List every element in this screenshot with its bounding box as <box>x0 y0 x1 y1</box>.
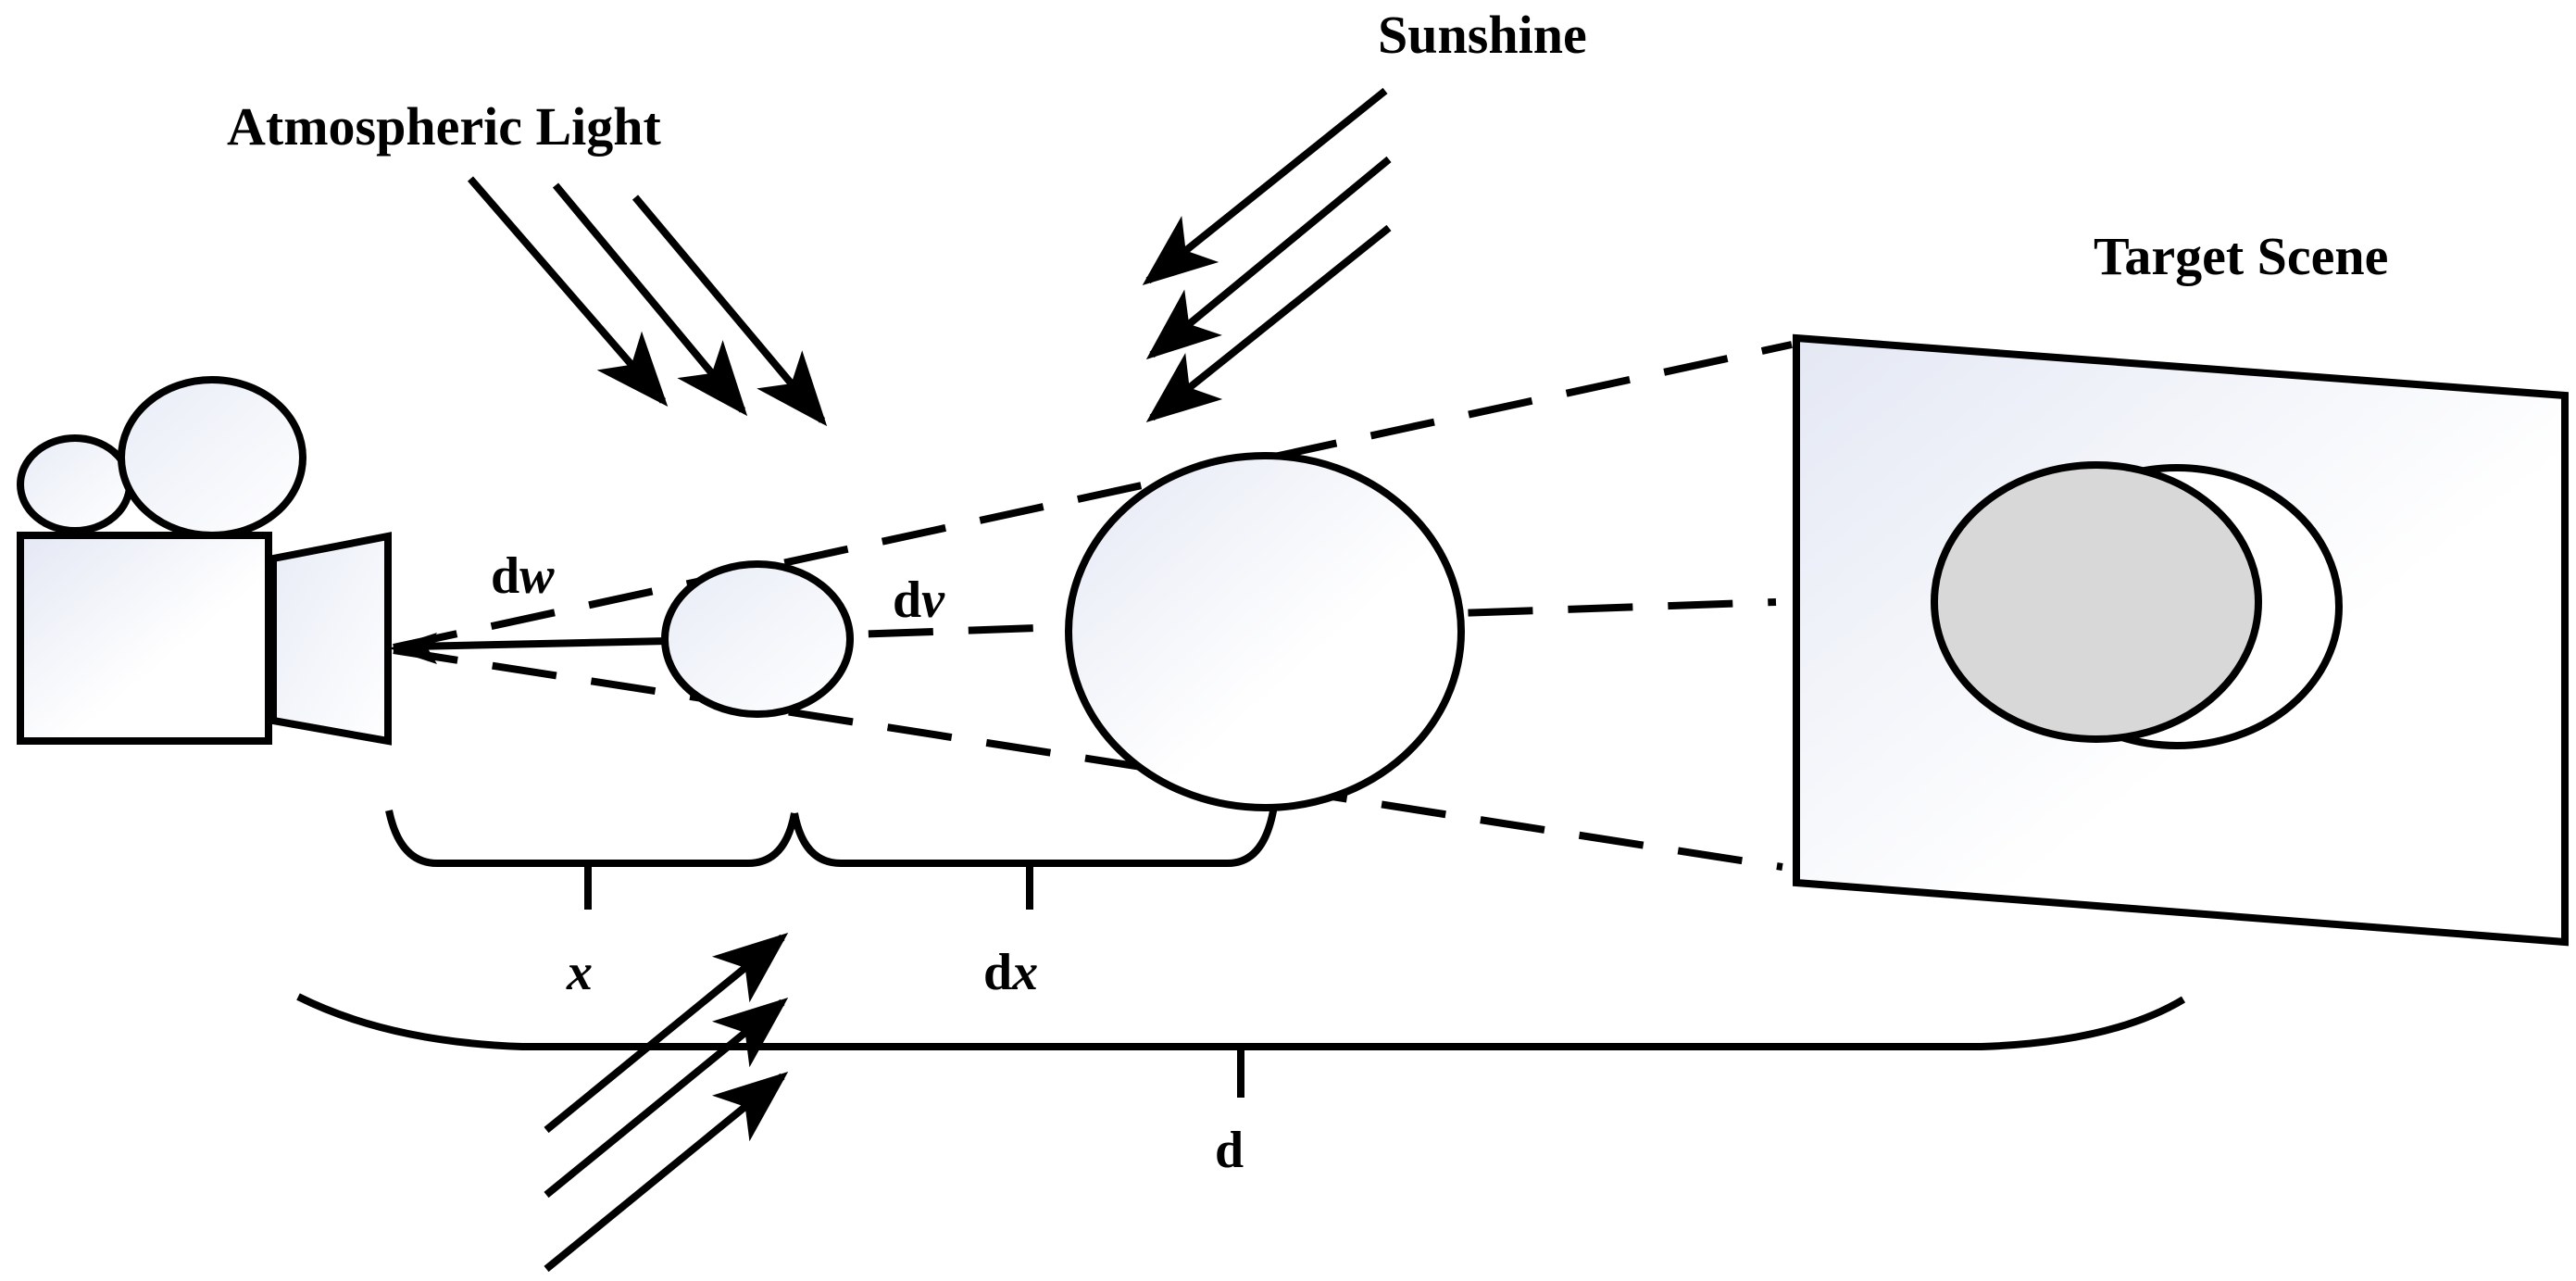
sunshine-label: Sunshine <box>1378 5 1587 65</box>
volume-element-dv <box>1065 452 1465 811</box>
cone-top-line <box>393 341 1793 651</box>
sunshine-arrow <box>1142 87 1388 286</box>
atmospheric-light-arrow <box>631 195 828 427</box>
brace-x <box>385 810 798 867</box>
target-object-front <box>1931 461 2262 743</box>
camera-reel-large <box>118 376 306 539</box>
ground-light-arrow <box>544 932 789 1134</box>
atmospheric-light-arrow <box>552 182 748 417</box>
dw-label-var: w <box>519 547 555 605</box>
atmospheric-light-label: Atmospheric Light <box>227 96 662 157</box>
dx-label-var: x <box>1011 944 1038 1001</box>
camera-reel-small <box>17 434 133 534</box>
atmospheric-light-arrows <box>467 176 828 427</box>
camera-arrow <box>389 633 437 664</box>
cone-center-line-near <box>411 637 669 650</box>
target-scene <box>1793 333 2569 947</box>
camera-body <box>17 532 272 745</box>
d-label: d <box>1215 1122 1244 1179</box>
sunshine-arrows <box>1142 87 1392 423</box>
brace-d <box>296 993 2186 1050</box>
camera-lens <box>269 532 392 746</box>
target-scene-label: Target Scene <box>2094 226 2388 286</box>
sunshine-arrow <box>1145 224 1392 423</box>
x-label: x <box>566 944 593 1001</box>
cone-bottom-line <box>393 647 1783 871</box>
dv-label-d: d <box>893 571 921 629</box>
brace-dx <box>791 805 1278 867</box>
dv-label: dv <box>893 571 945 629</box>
ground-light-arrow <box>544 1071 789 1273</box>
dx-label: dx <box>983 944 1038 1001</box>
dw-label: dw <box>491 547 555 605</box>
ground-light-arrows <box>544 932 789 1273</box>
camera <box>17 376 392 746</box>
sunshine-arrow <box>1145 156 1392 360</box>
dw-label-d: d <box>491 547 519 605</box>
atmospheric-light-arrow <box>467 176 669 408</box>
volume-element-dw <box>661 560 854 718</box>
ground-light-arrow <box>544 997 789 1199</box>
dx-label-d: d <box>983 944 1012 1001</box>
dv-label-var: v <box>921 571 945 629</box>
